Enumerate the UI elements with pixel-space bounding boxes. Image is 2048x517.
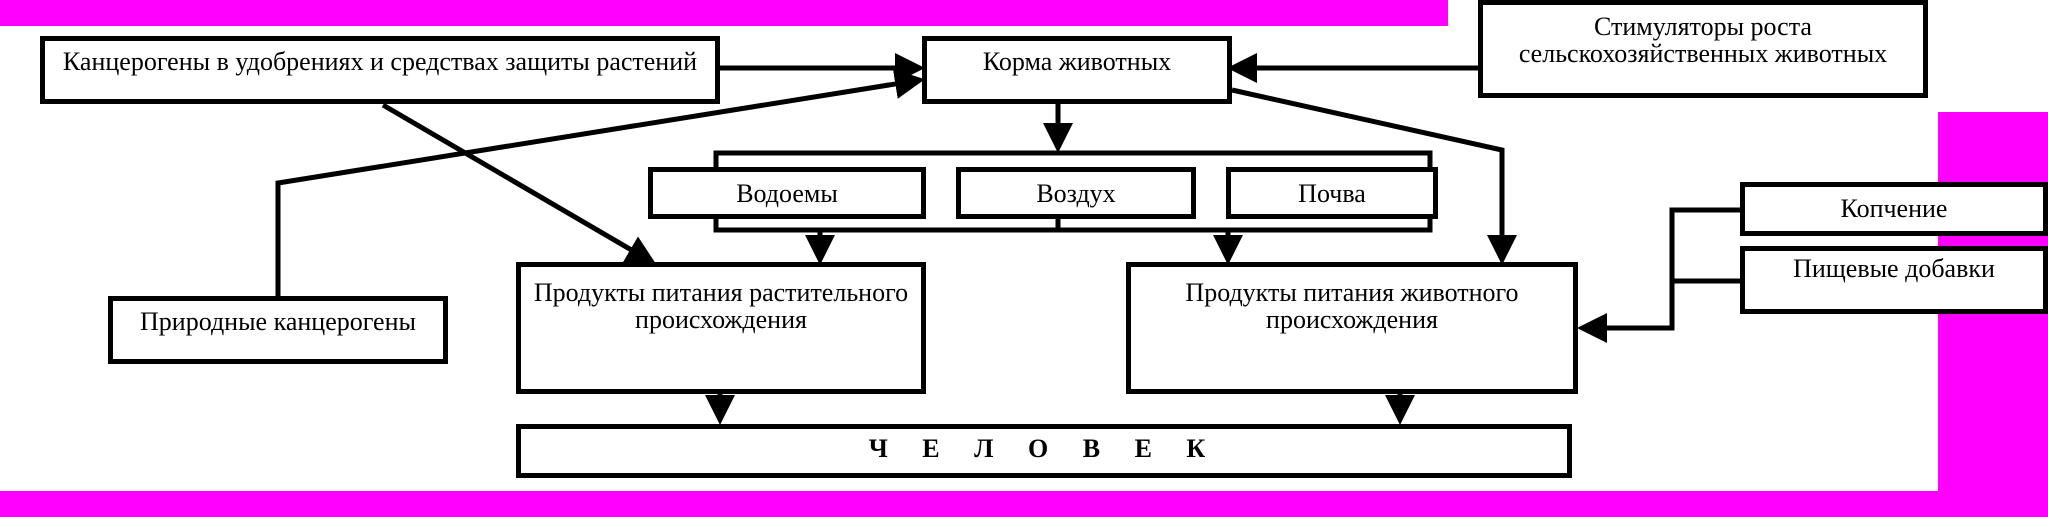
node-plant-food: Продукты питания растительного происхожд…	[516, 262, 926, 394]
connector-natural-to-feed	[275, 69, 925, 296]
connector-fertilizers-to-plant	[381, 102, 657, 265]
node-air: Воздух	[956, 167, 1196, 219]
connector-feed-to-animal	[1231, 87, 1517, 265]
bracket-bottom	[713, 218, 1433, 233]
node-carcinogens-fertilizers: Канцерогены в удобрениях и средствах защ…	[40, 36, 720, 104]
node-human: Ч Е Л О В Е К	[516, 424, 1572, 478]
node-growth-stimulators: Стимуляторы роста сельскохозяйственных ж…	[1478, 0, 1928, 98]
bracket-top	[713, 150, 1433, 168]
background-strip-right	[1938, 0, 2048, 112]
node-smoking: Копчение	[1740, 182, 2048, 236]
node-food-additives: Пищевые добавки	[1740, 246, 2048, 314]
connector-smoking-bracket	[1577, 207, 1742, 343]
node-natural-carcinogens: Природные канцерогены	[108, 296, 448, 364]
node-soil: Почва	[1226, 167, 1438, 219]
node-animal-food: Продукты питания животного происхождения	[1126, 262, 1578, 394]
node-animal-feed: Корма животных	[922, 36, 1232, 104]
node-water-bodies: Водоемы	[648, 167, 926, 219]
